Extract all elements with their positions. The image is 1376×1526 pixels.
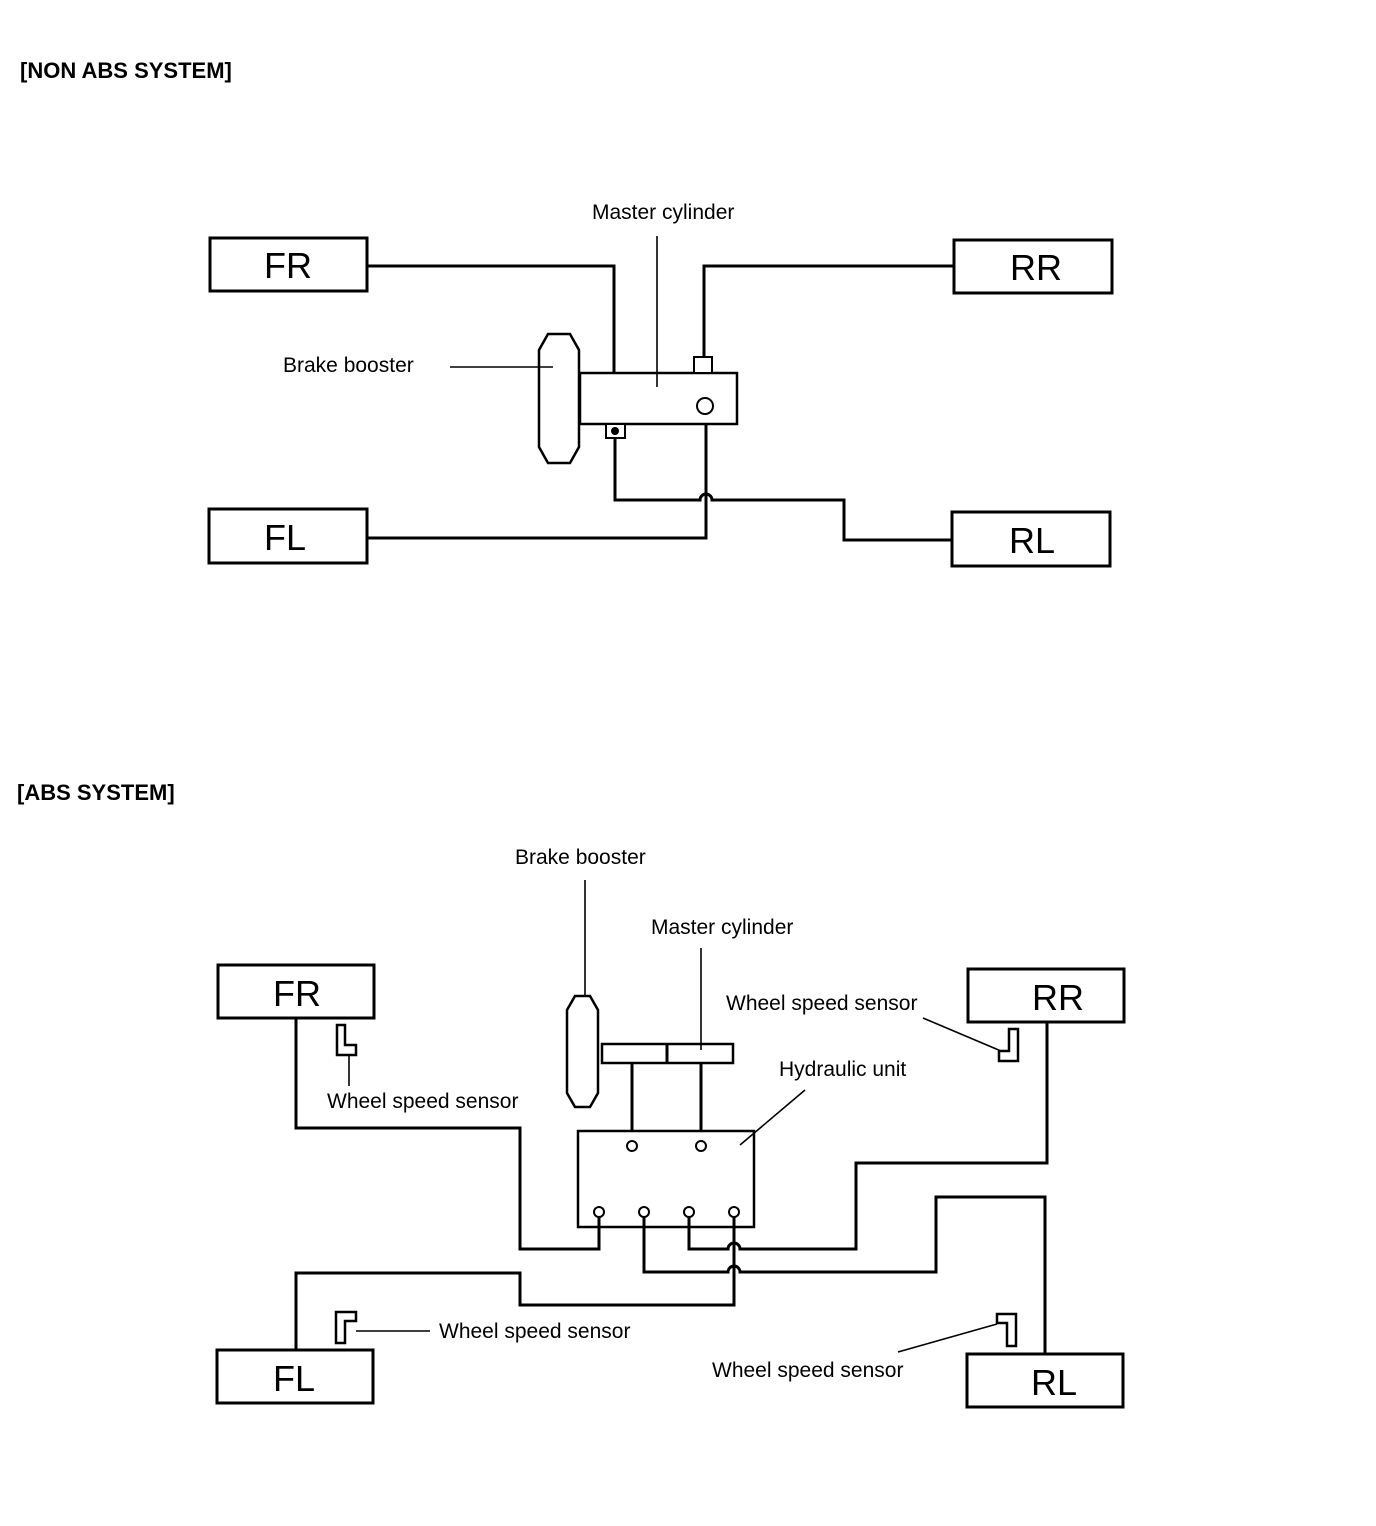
non-abs-brake-booster (537, 332, 581, 465)
non-abs-line-rl (613, 438, 952, 542)
abs-wheel-fr-label: FR (273, 973, 321, 1014)
abs-hydraulic-unit (576, 1129, 756, 1229)
abs-hu-outlet-2 (638, 1206, 650, 1218)
non-abs-wheel-fr: FR (208, 236, 369, 293)
non-abs-wheel-fl-label: FL (264, 517, 306, 558)
non-abs-wheel-rr: RR (952, 238, 1114, 295)
non-abs-port-fl-dot (611, 427, 619, 435)
abs-line-fr (294, 1018, 601, 1251)
abs-wheel-rl: RL (965, 1352, 1125, 1409)
abs-title: [ABS SYSTEM] (17, 780, 175, 805)
abs-wheel-rr: RR (966, 967, 1126, 1024)
non-abs-master-cylinder (578, 371, 739, 426)
abs-hydraulic-unit-leader (739, 1089, 806, 1146)
abs-sensor-rr: Wheel speed sensor (726, 992, 1020, 1063)
abs-hu-outlet-3 (683, 1206, 695, 1218)
abs-sensor-rl: Wheel speed sensor (712, 1312, 1018, 1382)
abs-sensor-rr-label: Wheel speed sensor (726, 992, 917, 1015)
abs-hu-outlet-4 (728, 1206, 740, 1218)
non-abs-wheel-fl: FL (207, 507, 369, 565)
non-abs-wheel-rl-label: RL (1009, 520, 1055, 561)
abs-sensor-fl: Wheel speed sensor (334, 1310, 630, 1345)
non-abs-title: [NON ABS SYSTEM] (20, 58, 232, 83)
abs-sensor-rl-label: Wheel speed sensor (712, 1359, 903, 1382)
non-abs-wheel-rr-label: RR (1010, 247, 1062, 288)
non-abs-line-fl (367, 414, 708, 540)
non-abs-brake-booster-label: Brake booster (283, 354, 414, 377)
abs-wheel-fl: FL (215, 1348, 375, 1405)
non-abs-line-fr (367, 264, 616, 372)
abs-hu-inlet-2 (695, 1140, 707, 1152)
abs-section: [ABS SYSTEM] FR RR FL RL (17, 780, 1126, 1409)
non-abs-master-cylinder-label: Master cylinder (592, 201, 734, 224)
abs-hydraulic-unit-label: Hydraulic unit (779, 1058, 906, 1081)
non-abs-port-fl-outlet (696, 397, 714, 415)
abs-hu-outlet-1 (593, 1206, 605, 1218)
abs-wheel-fl-label: FL (273, 1358, 315, 1399)
abs-sensor-fr: Wheel speed sensor (327, 1023, 518, 1113)
non-abs-wheel-fr-label: FR (264, 245, 312, 286)
non-abs-section: [NON ABS SYSTEM] FR RR FL RL (20, 58, 1114, 568)
abs-hu-inlet-1 (626, 1140, 638, 1152)
abs-sensor-fl-label: Wheel speed sensor (439, 1320, 630, 1343)
abs-brake-booster-label: Brake booster (515, 846, 646, 869)
abs-wheel-fr: FR (216, 963, 376, 1020)
non-abs-line-rr (702, 264, 954, 357)
abs-wheel-rl-label: RL (1031, 1362, 1077, 1403)
abs-line-rl (642, 1195, 1047, 1354)
non-abs-wheel-rl: RL (950, 510, 1112, 568)
abs-brake-booster (565, 994, 600, 1109)
non-abs-port-rr (693, 356, 713, 374)
abs-master-cylinder-label: Master cylinder (651, 916, 793, 939)
abs-line-fl (294, 1217, 736, 1350)
abs-wheel-rr-label: RR (1032, 977, 1084, 1018)
abs-sensor-fr-label: Wheel speed sensor (327, 1090, 518, 1113)
abs-line-rr (687, 1022, 1049, 1251)
